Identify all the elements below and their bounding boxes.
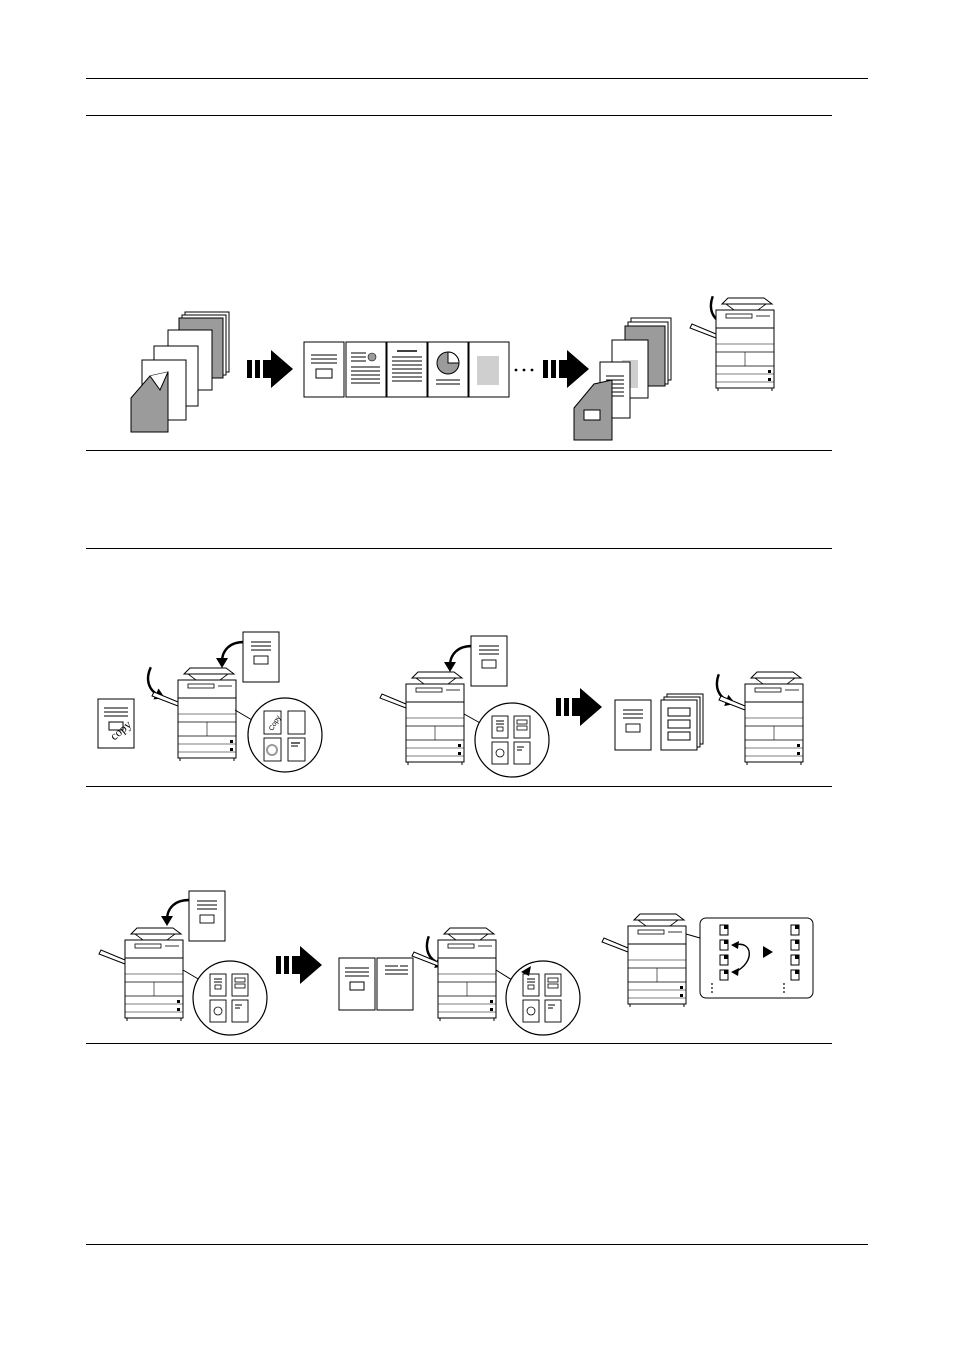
output-tray: [98, 949, 126, 965]
page-order-panel: [699, 917, 814, 999]
selection-mark-icon: [521, 966, 531, 976]
vertical-ellipsis-icon: [711, 983, 785, 993]
original-document: [470, 635, 508, 687]
callout-line: [495, 969, 513, 981]
section-1-bottom-rule: [86, 450, 832, 451]
section-1-top-rule: [86, 115, 832, 116]
swap-arrow-icon: [734, 943, 750, 973]
curved-arrow-icon: [442, 644, 474, 674]
copier-icon: [627, 913, 687, 1008]
arrow-right-icon: [247, 350, 293, 388]
copier-icon: [405, 671, 465, 766]
copier-icon: [124, 927, 184, 1022]
header-top-rule: [86, 78, 868, 79]
template-lens: [474, 702, 550, 778]
curved-arrow-icon: [159, 898, 191, 928]
arrow-right-icon: [543, 350, 589, 388]
play-triangle-icon: [763, 946, 773, 958]
copier-icon: [744, 671, 804, 766]
arrow-right-icon: [556, 688, 602, 726]
section-3-bottom-rule: [86, 1043, 832, 1044]
output-page: [614, 699, 652, 751]
originals-stack-illustration: [130, 311, 230, 433]
output-page-stack: [660, 693, 704, 751]
two-page-output: [338, 957, 414, 1011]
arrow-right-icon: [276, 946, 322, 984]
callout-line: [182, 969, 201, 981]
page-thumbnails-left: [719, 924, 729, 981]
ellipsis-icon: [514, 368, 534, 372]
scanned-pages-row: [303, 341, 510, 398]
template-lens-with-selection: [505, 960, 581, 1036]
output-tray: [689, 323, 717, 339]
output-tray: [601, 937, 629, 953]
output-tray: [718, 695, 746, 711]
callout-line: [685, 933, 701, 939]
output-tray: [379, 693, 407, 709]
output-tray: [411, 951, 439, 967]
template-lens: [192, 960, 268, 1036]
section-2-bottom-rule: [86, 786, 832, 787]
stamped-copy-output: copy: [97, 698, 135, 749]
stamp-lens: Copy: [247, 697, 323, 773]
copier-icon: [715, 297, 775, 392]
copier-icon: [177, 667, 237, 762]
callout-line: [234, 709, 253, 721]
original-document: [188, 890, 226, 942]
footer-rule: [86, 1244, 868, 1245]
curved-arrow-icon: [214, 640, 246, 670]
original-document: [242, 631, 280, 683]
page-thumbnails-right: [790, 924, 800, 981]
section-2-top-rule: [86, 548, 832, 549]
copier-icon: [437, 927, 497, 1022]
output-stack-illustration: [573, 317, 672, 441]
